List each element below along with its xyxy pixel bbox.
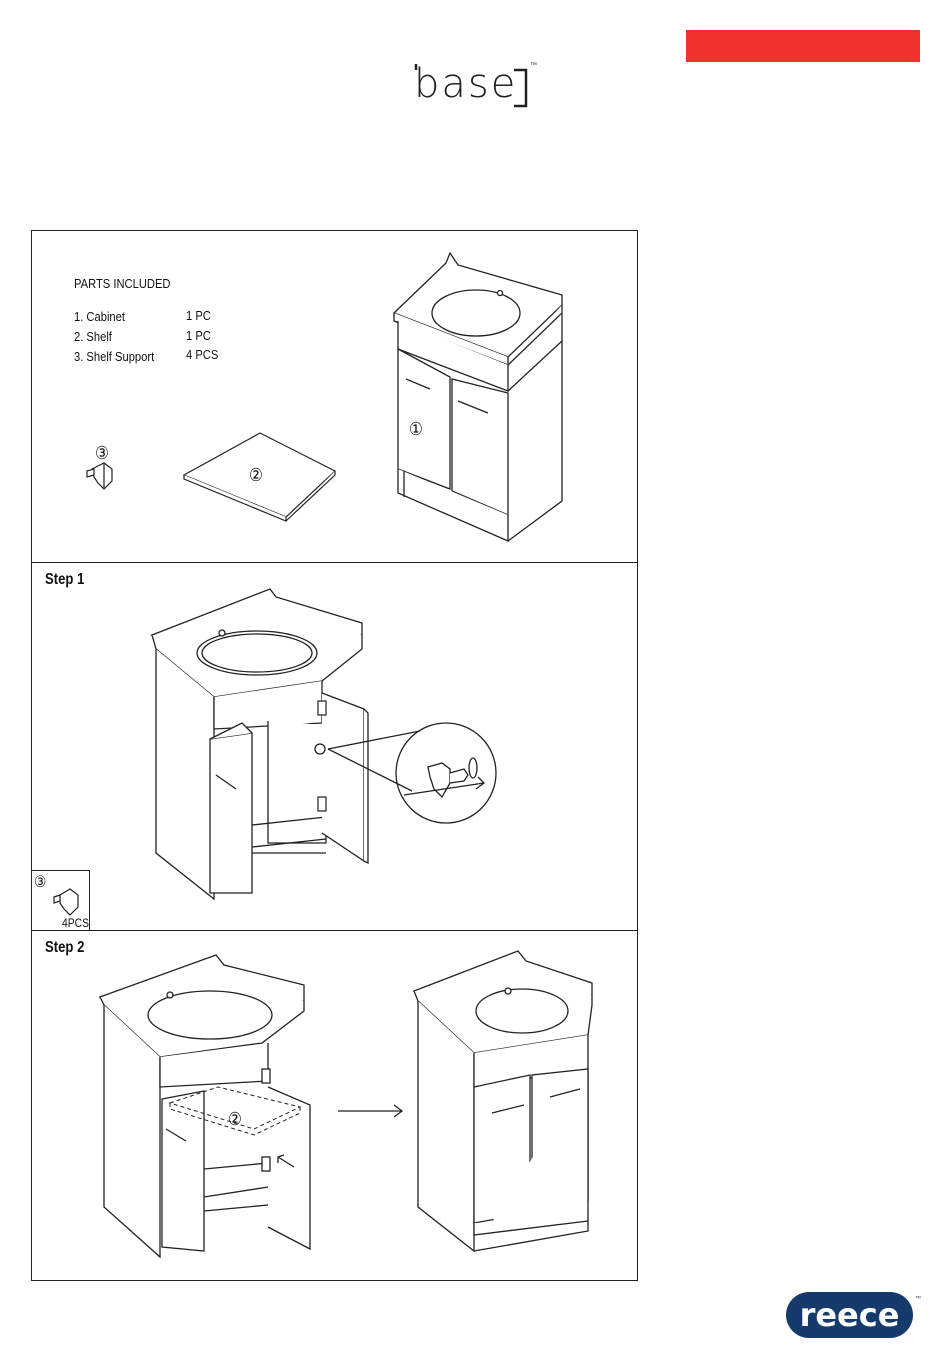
shelf-support-icon xyxy=(87,463,112,489)
legend-qty: 4PCS xyxy=(62,915,89,931)
step1-illustration xyxy=(32,563,639,932)
cabinet-illustration xyxy=(394,253,562,541)
support-callout: ③ xyxy=(95,445,109,461)
brand-tm: ™ xyxy=(530,62,537,69)
shelf-callout: ② xyxy=(249,467,263,483)
retailer-logo: reece xyxy=(786,1292,913,1338)
brand-bracket-icon xyxy=(508,62,532,110)
step2-illustration xyxy=(32,931,639,1282)
step2-panel: Step 2 xyxy=(31,930,638,1281)
cabinet-callout: ① xyxy=(409,421,423,437)
shelf-marker: ② xyxy=(228,1111,242,1127)
cabinet-assembled-illustration xyxy=(414,951,592,1251)
step1-legend: ③ 4PCS xyxy=(32,870,90,931)
brand-name: base xyxy=(414,60,517,108)
accent-bar xyxy=(686,30,920,62)
brand-bracket-left-icon xyxy=(413,62,427,110)
step1-panel: Step 1 xyxy=(31,562,638,931)
cabinet-open-illustration xyxy=(152,589,496,899)
parts-panel: PARTS INCLUDED 1. Cabinet 2. Shelf 3. Sh… xyxy=(31,230,638,563)
cabinet-with-shelf-illustration xyxy=(100,955,310,1257)
retailer-tm: ™ xyxy=(915,1296,921,1302)
parts-illustration xyxy=(32,231,639,564)
legend-marker: ③ xyxy=(34,875,46,891)
